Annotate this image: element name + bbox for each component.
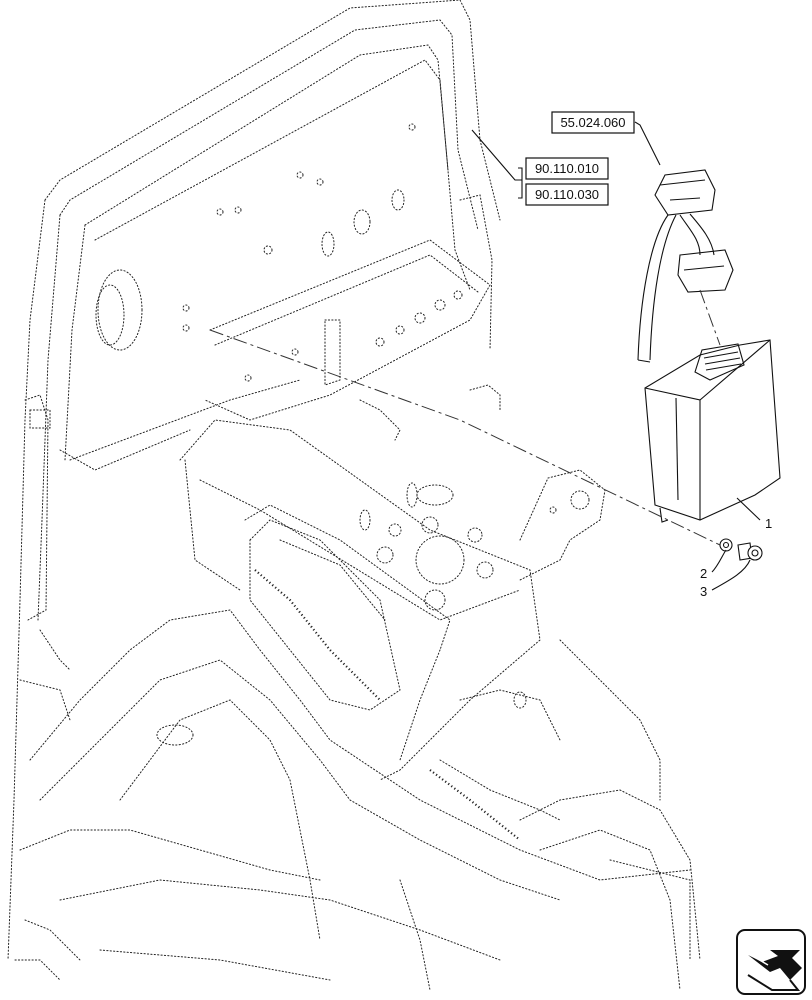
floor-base xyxy=(14,609,701,991)
cab-frame xyxy=(7,0,501,961)
reference-55-024-060[interactable]: 55.024.060 xyxy=(551,111,635,134)
reference-leaders xyxy=(471,121,761,591)
callout-2: 2 xyxy=(700,566,707,581)
reference-90-110-010[interactable]: 90.110.010 xyxy=(525,157,609,180)
reference-code-label: 55.024.060 xyxy=(560,115,625,130)
next-page-arrow-icon[interactable] xyxy=(736,929,806,995)
wiring-harness xyxy=(637,169,734,363)
reference-90-110-030[interactable]: 90.110.030 xyxy=(525,183,609,206)
reference-code-label: 90.110.030 xyxy=(535,187,599,202)
callout-1: 1 xyxy=(765,516,772,531)
ecu-module xyxy=(644,339,781,523)
callout-3: 3 xyxy=(700,584,707,599)
washer-part xyxy=(719,538,733,552)
reference-code-label: 90.110.010 xyxy=(535,161,599,176)
bolt-part xyxy=(737,542,763,561)
console-bracket xyxy=(179,399,606,781)
assembly-lines xyxy=(209,289,721,546)
